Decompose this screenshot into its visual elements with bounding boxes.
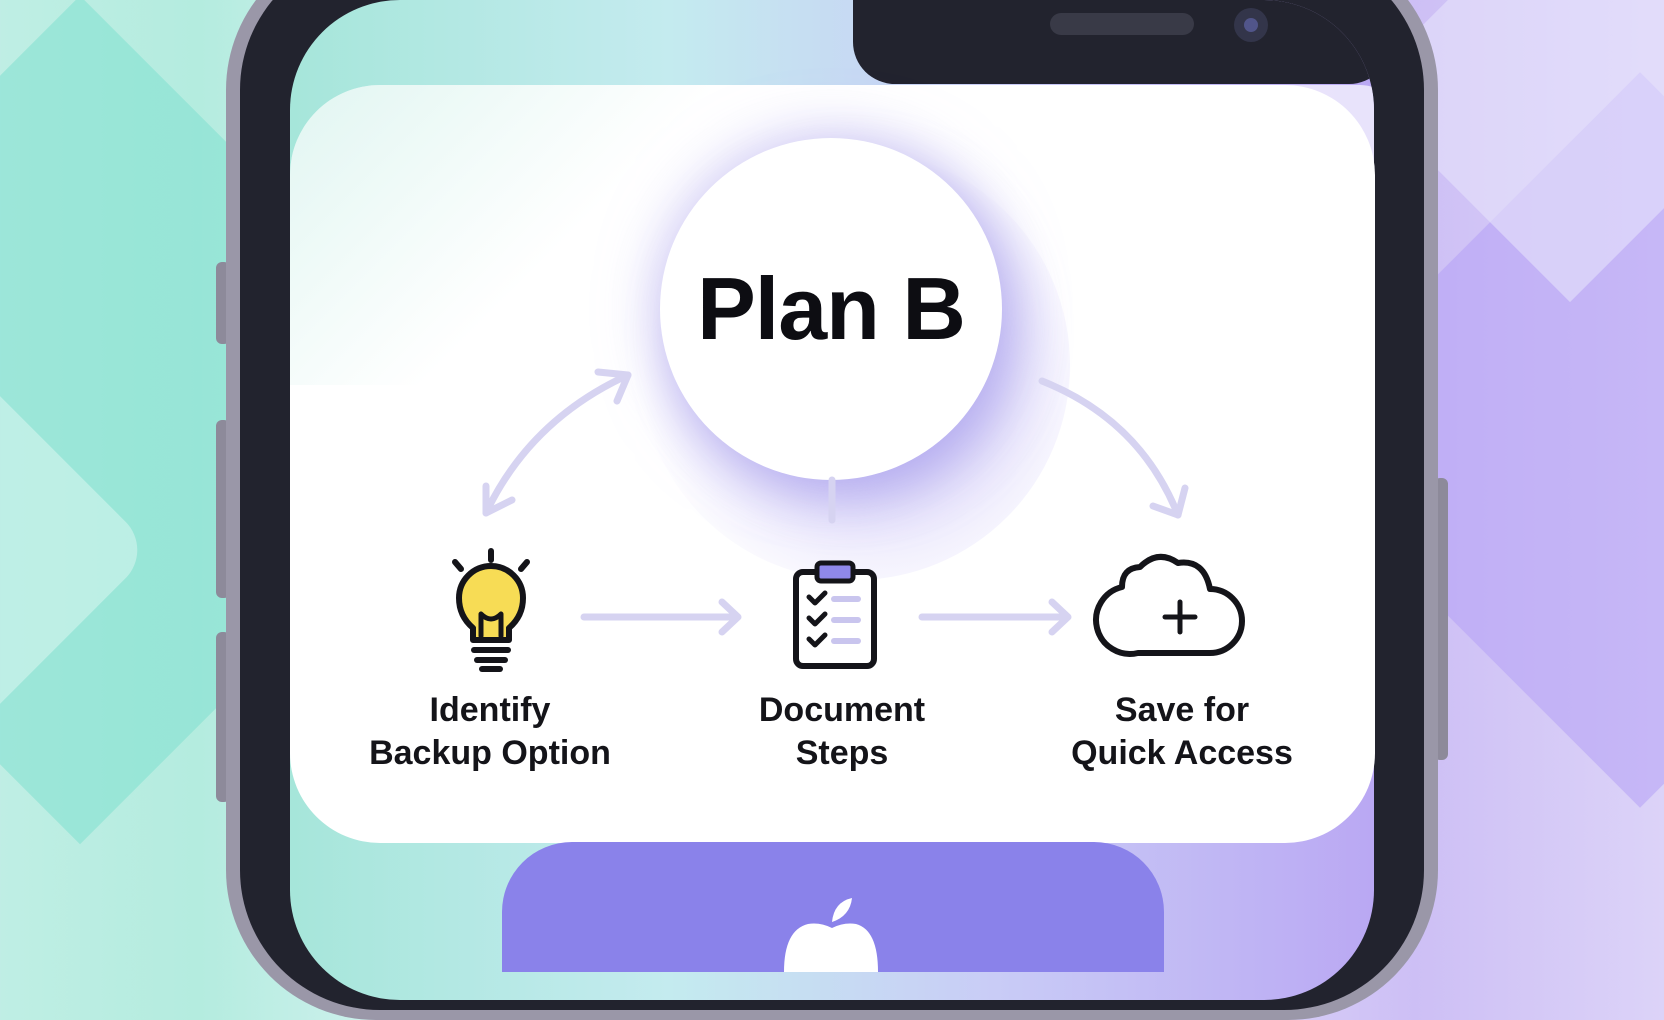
step-label-document: Document Steps — [758, 691, 926, 772]
cloud-plus-icon — [1093, 554, 1245, 657]
card-highlight — [290, 85, 710, 385]
arrowhead-document — [718, 598, 742, 636]
diagram-connectors — [452, 368, 1245, 672]
step-label-save: Save for Quick Access — [1071, 691, 1293, 772]
arrow-hub-to-identify — [482, 371, 632, 517]
diagram-title: Plan B — [697, 259, 966, 358]
lightbulb-icon — [452, 548, 530, 672]
apple-logo-icon — [784, 898, 878, 972]
phone-notch — [853, 0, 1374, 84]
bottom-app-button[interactable] — [502, 842, 1164, 972]
arrowhead-save — [1149, 484, 1189, 519]
step-label-identify: Identify Backup Option — [369, 691, 611, 772]
speaker-grille — [1050, 13, 1194, 35]
arrowhead-hub — [594, 368, 632, 405]
arrowhead-save-step — [1048, 598, 1072, 636]
front-camera — [1234, 8, 1268, 42]
plan-b-hub: Plan B — [660, 138, 1002, 480]
clipboard-checklist-icon — [793, 560, 877, 669]
arrowhead-identify — [482, 482, 516, 517]
arrow-hub-to-save — [1038, 377, 1182, 519]
